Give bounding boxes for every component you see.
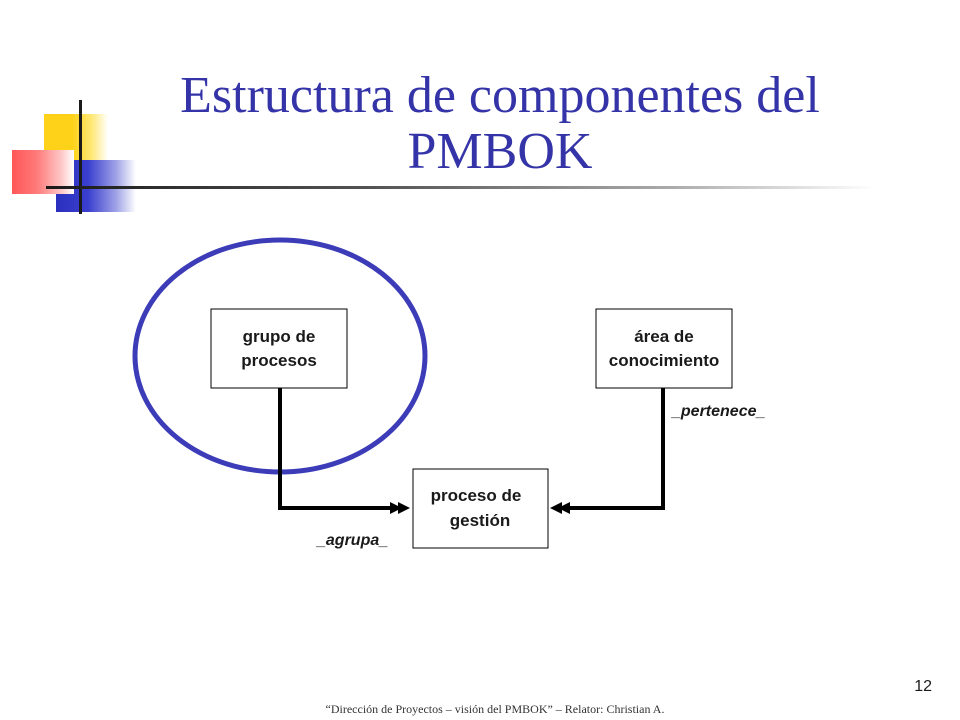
edge-agrupa-arrowhead bbox=[398, 502, 410, 514]
edge-pertenece-label: _pertenece_ bbox=[671, 403, 765, 420]
edge-agrupa-label: _agrupa_ bbox=[316, 532, 388, 549]
node-proceso-de-gestion bbox=[412, 468, 549, 549]
edge-pertenece-line bbox=[556, 388, 665, 510]
node-grupo-label-line1: grupo de bbox=[243, 327, 316, 346]
node-proceso-label-line1: proceso de bbox=[431, 486, 522, 505]
edge-agrupa-line bbox=[278, 388, 404, 510]
node-area-de-conocimiento bbox=[595, 308, 733, 389]
edge-pertenece-arrowhead bbox=[550, 502, 562, 514]
node-grupo-de-procesos bbox=[210, 308, 348, 389]
node-proceso-label-line2: gestión bbox=[450, 511, 510, 530]
page-number: 12 bbox=[914, 678, 932, 695]
edge-agrupa-arrowhead-2 bbox=[390, 502, 402, 514]
slide-footer: “Dirección de Proyectos – visión del PMB… bbox=[325, 702, 665, 716]
decor-vertical-line bbox=[79, 100, 82, 214]
node-grupo-label-line2: procesos bbox=[241, 351, 317, 370]
slide-title: Estructura de componentes del PMBOK bbox=[180, 67, 820, 180]
node-area-label-line1: área de bbox=[634, 327, 694, 346]
node-area-label-line2: conocimiento bbox=[609, 351, 720, 370]
edge-pertenece-arrowhead-2 bbox=[558, 502, 570, 514]
title-underline bbox=[46, 186, 876, 189]
